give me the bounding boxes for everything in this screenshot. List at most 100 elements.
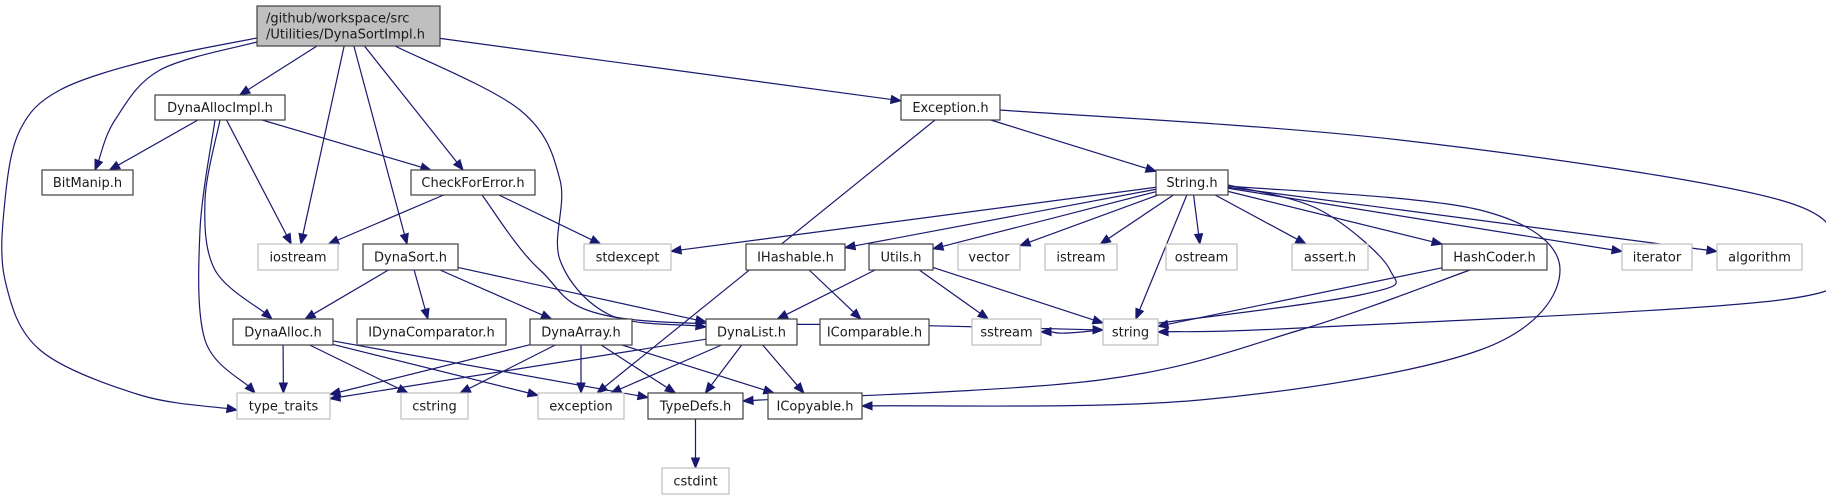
edge-Utils-to-string (932, 266, 1105, 325)
arrowhead-icon (94, 158, 104, 172)
arrowhead-icon (694, 315, 708, 325)
node-box (745, 243, 846, 271)
edge-HashCoder-to-string (1156, 267, 1443, 329)
node-label: iterator (1633, 251, 1682, 266)
node-hashcoder[interactable]: HashCoder.h (1441, 243, 1548, 271)
node-dynaallocimpl[interactable]: DynaAllocImpl.h (154, 94, 286, 121)
node-box (583, 243, 672, 271)
arrowhead-icon (843, 241, 857, 251)
edge-line (1106, 194, 1174, 241)
arrowhead-icon (704, 381, 716, 395)
edge-root-to-CheckForError (363, 45, 464, 172)
node-string[interactable]: String.h (1155, 169, 1229, 196)
edge-line (332, 340, 641, 397)
edge-line (621, 344, 767, 392)
node-bitmanip[interactable]: BitManip.h (41, 169, 134, 196)
node-label: type_traits (249, 400, 319, 415)
arrowhead-icon (1156, 319, 1170, 329)
arrowhead-icon (741, 395, 754, 406)
node-label: cstdint (673, 475, 717, 490)
edge-Exception-to-String (990, 119, 1158, 173)
edge-DynaAllocImpl-to-BitManip (108, 119, 199, 171)
arrowhead-icon (238, 85, 252, 96)
edge-line (1227, 186, 1710, 251)
node-label: assert.h (1304, 251, 1356, 266)
node-box (868, 243, 934, 271)
edge-IHashable-to-IComparable (808, 269, 862, 320)
node-utils[interactable]: Utils.h (868, 243, 934, 271)
node-box (236, 392, 331, 420)
arrowhead-icon (278, 382, 289, 395)
arrowhead-icon (459, 384, 472, 394)
node-box (1621, 243, 1693, 271)
edge-DynaList-to-TypeDefs (704, 344, 743, 395)
node-string: string (1102, 318, 1159, 346)
node-box (971, 318, 1042, 346)
node-exception[interactable]: Exception.h (900, 94, 1001, 121)
edge-DynaArray-to-ICopyable (621, 344, 776, 395)
node-label: iostream (269, 251, 326, 266)
node-dynasort[interactable]: DynaSort.h (362, 243, 459, 271)
edge-DynaArray-to-cstring (459, 344, 556, 394)
edge-String-to-iterator (1227, 187, 1624, 255)
node-root[interactable]: /github/workspace/src/Utilities/DynaSort… (256, 5, 441, 47)
node-box (41, 169, 134, 196)
node-label: Utils.h (881, 251, 922, 266)
node-ihashable[interactable]: IHashable.h (745, 243, 846, 271)
arrowhead-icon (1091, 315, 1105, 325)
node-idynacomparator[interactable]: IDynaComparator.h (356, 318, 507, 346)
node-dynaalloc[interactable]: DynaAlloc.h (232, 318, 334, 346)
edge-DynaSort-to-DynaList (457, 266, 708, 325)
edge-line (932, 266, 1096, 322)
node-label: IComparable.h (827, 326, 922, 341)
edge-line (1, 37, 258, 410)
node-label: stdexcept (596, 251, 660, 266)
edge-CheckForError-to-iostream (327, 194, 444, 245)
arrowhead-icon (1610, 245, 1624, 255)
arrowhead-icon (399, 232, 409, 246)
node-label: CheckForError.h (421, 176, 524, 191)
node-label: DynaArray.h (541, 326, 620, 341)
node-iterator: iterator (1621, 243, 1693, 271)
edge-DynaList-to-ICopyable (762, 344, 805, 395)
node-box (232, 318, 334, 346)
node-label: BitManip.h (53, 176, 122, 191)
arrowhead-icon (539, 310, 553, 320)
edge-line (940, 191, 1157, 248)
edge-root-to-BitManip (94, 41, 258, 172)
edge-line (204, 119, 267, 315)
node-istream: istream (1044, 243, 1118, 271)
edge-line (618, 344, 722, 391)
node-box (256, 5, 441, 47)
edge-DynaArray-to-TypeDefs (600, 344, 677, 394)
node-assert: assert.h (1291, 243, 1369, 271)
node-box (957, 243, 1021, 271)
node-dynaarray[interactable]: DynaArray.h (529, 318, 633, 346)
node-icomparable[interactable]: IComparable.h (819, 318, 930, 346)
edge-line (869, 185, 1561, 407)
edge-line (918, 269, 983, 315)
edge-String-to-algorithm (1227, 186, 1719, 255)
edge-DynaAllocImpl-to-CheckForError (261, 119, 433, 172)
edge-line (467, 344, 556, 390)
node-box (1165, 243, 1238, 271)
node-typedefs[interactable]: TypeDefs.h (647, 392, 744, 420)
node-label: /Utilities/DynaSortImpl.h (266, 28, 425, 43)
edge-root-to-Exception (439, 37, 903, 105)
arrowhead-icon (860, 401, 873, 411)
node-label: DynaAlloc.h (244, 326, 322, 341)
edge-line (999, 109, 1826, 333)
edge-root-to-type_traits (1, 37, 258, 414)
edge-line (1027, 194, 1159, 244)
node-box (529, 318, 633, 346)
arrowhead-icon (576, 382, 586, 395)
node-iostream: iostream (257, 243, 339, 271)
node-dynalist[interactable]: DynaList.h (705, 318, 798, 346)
node-checkforerror[interactable]: CheckForError.h (410, 169, 536, 196)
edge-line (353, 45, 406, 237)
edge-line (750, 269, 1471, 402)
node-icopyable[interactable]: ICopyable.h (767, 392, 863, 420)
node-cstdint: cstdint (661, 467, 730, 495)
node-label: TypeDefs.h (659, 400, 732, 415)
arrowhead-icon (1039, 326, 1052, 337)
